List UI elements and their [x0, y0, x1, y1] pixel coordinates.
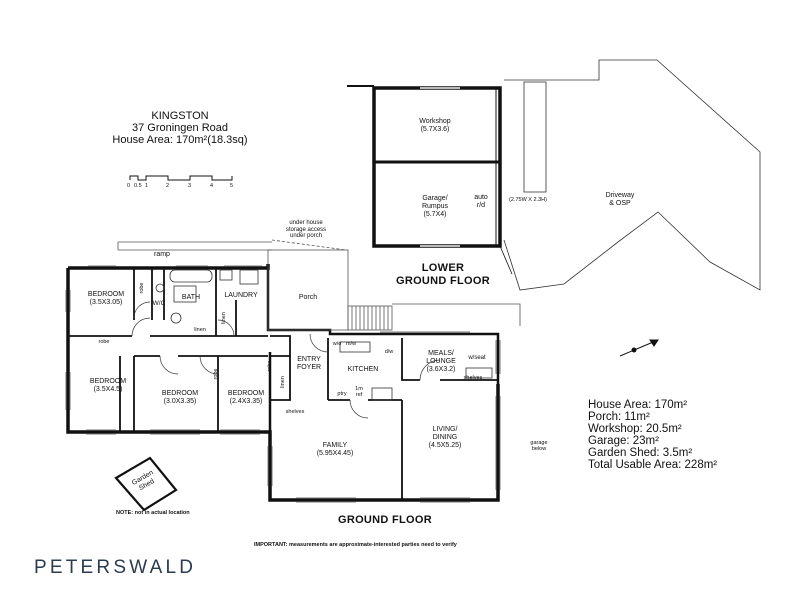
- fridge-label: 1m ref: [355, 386, 363, 398]
- ground-floor-label: GROUND FLOOR: [337, 514, 433, 526]
- garden-shed-outline: [114, 456, 178, 512]
- wc-label: W/C: [152, 300, 166, 307]
- shelves2-label: shelves: [285, 409, 305, 415]
- bedroom4-name: BEDROOM: [227, 390, 265, 397]
- stat-garden-shed: Garden Shed: 3.5m²: [588, 447, 693, 459]
- scale-tick-0: 0: [127, 183, 131, 189]
- bath-fixtures: [155, 269, 493, 401]
- scale-tick-05: 0.5: [134, 183, 142, 189]
- mw-label: m/w: [345, 341, 357, 347]
- robe2-label: robe: [98, 339, 110, 345]
- interior-walls: [68, 268, 498, 500]
- door-swings: [131, 301, 441, 419]
- bedroom3-size: (3.0X3.35): [163, 398, 197, 405]
- under-house-label: under house storage access under porch: [285, 220, 327, 239]
- garage-name: Garage/ Rumpus: [421, 195, 449, 210]
- scale-bar-graphic: [129, 175, 233, 181]
- robe1-label: robe: [139, 282, 145, 294]
- wseat-label: w/seat: [468, 355, 486, 361]
- driveway-strip: [523, 81, 547, 193]
- driveway-label: Driveway & OSP: [605, 192, 635, 207]
- linen2-label: linen: [221, 312, 227, 324]
- suburb-title: KINGSTON: [151, 110, 209, 122]
- brand-logo: PETERSWALD: [34, 557, 197, 578]
- bedroom2-size: (3.5X4.5): [93, 386, 123, 393]
- scale-tick-4: 4: [210, 183, 214, 189]
- family-name: FAMILY: [322, 442, 348, 449]
- shed-note: NOTE: not in actual location: [116, 510, 190, 516]
- entry-label: ENTRY FOYER: [296, 356, 322, 371]
- robe4-label: robe: [267, 360, 273, 372]
- scale-tick-3: 3: [188, 183, 192, 189]
- living-size: (4.5X5.25): [428, 442, 462, 449]
- meals-name: MEALS/ LOUNGE: [426, 350, 456, 365]
- scale-tick-1: 1: [145, 183, 149, 189]
- workshop-name: Workshop: [419, 118, 451, 125]
- lower-floor-label: LOWER GROUND FLOOR: [395, 262, 491, 287]
- family-size: (5.95X4.45): [316, 450, 354, 457]
- stat-porch: Porch: 11m²: [588, 411, 650, 423]
- stat-garage: Garage: 23m²: [588, 435, 659, 447]
- auto-door-label: auto r/d: [474, 194, 488, 209]
- driveway-outline: [503, 59, 761, 291]
- bath-label: BATH: [181, 294, 201, 301]
- kitchen-label: KITCHEN: [347, 366, 379, 373]
- bedroom2-name: BEDROOM: [89, 378, 127, 385]
- shelves1-label: shelves: [463, 375, 483, 381]
- area-stats: House Area: 170m² Porch: 11m² Workshop: …: [588, 399, 717, 471]
- robe3-label: robe: [213, 368, 219, 380]
- dw-label: d/w: [384, 349, 394, 355]
- house-area-title: House Area: 170m²(18.3sq): [112, 134, 248, 146]
- north-arrow: [619, 339, 659, 357]
- lower-floor-walls: [347, 85, 513, 275]
- bedroom1-name: BEDROOM: [87, 291, 125, 298]
- linen1-label: linen: [194, 327, 206, 333]
- stat-total: Total Usable Area: 228m²: [588, 459, 718, 471]
- laundry-label: LAUNDRY: [224, 292, 258, 299]
- stat-house-area: House Area: 170m²: [588, 399, 688, 411]
- important-note: IMPORTANT: measurements are approximate-…: [254, 542, 457, 548]
- scale-tick-2: 2: [166, 183, 170, 189]
- workshop-size: (5.7X3.6): [420, 126, 450, 133]
- living-name: LIVING/ DINING: [432, 426, 458, 441]
- garage-door-size: (2.75W X 2.3H): [509, 197, 547, 203]
- porch-ramp: [117, 239, 521, 331]
- bedroom4-size: (2.4X3.35): [229, 398, 263, 405]
- windows: [65, 265, 501, 503]
- bedroom3-name: BEDROOM: [161, 390, 199, 397]
- ramp-label: ramp: [154, 251, 170, 258]
- garage-size: (5.7X4): [423, 211, 447, 218]
- stat-workshop: Workshop: 20.5m²: [588, 423, 682, 435]
- scale-tick-5: 5: [230, 183, 234, 189]
- bedroom1-size: (3.5X3.05): [89, 299, 123, 306]
- garage-below-label: garage below: [530, 440, 548, 452]
- address-title: 37 Groningen Road: [131, 122, 228, 134]
- pantry-label: ptry: [337, 391, 347, 397]
- wo-label: w/o: [332, 341, 342, 347]
- porch-label: Porch: [298, 294, 318, 301]
- linen3-label: linen: [280, 376, 286, 388]
- meals-size: (3.6X3.2): [426, 366, 456, 373]
